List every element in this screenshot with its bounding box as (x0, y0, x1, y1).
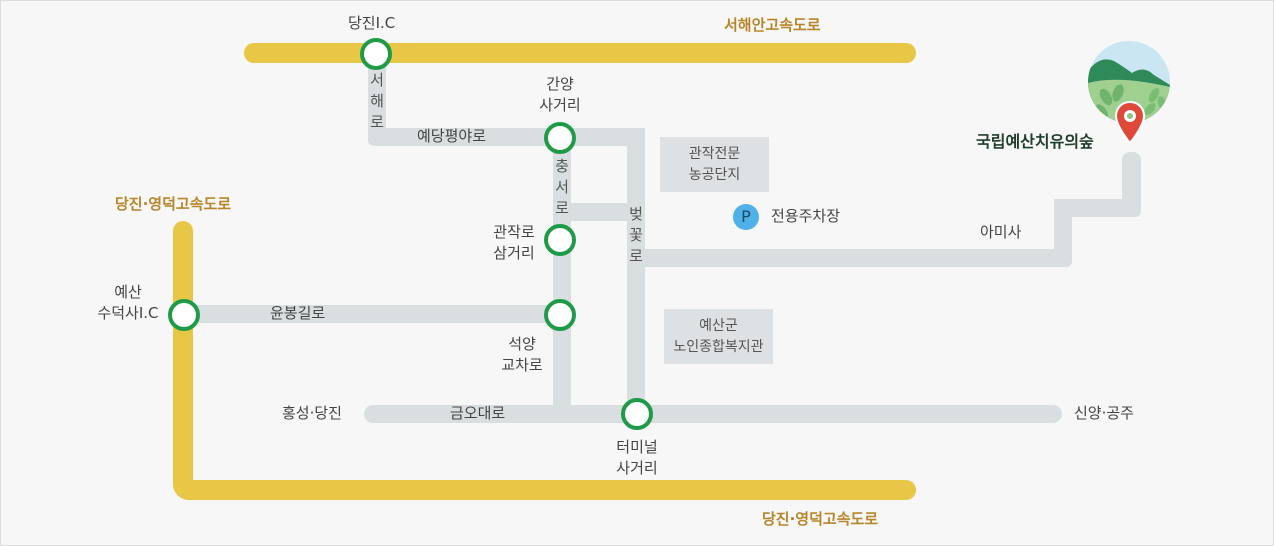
terminal-intersection-node[interactable] (621, 398, 653, 430)
yedang-road (368, 128, 645, 146)
location-pin-icon[interactable] (1114, 100, 1146, 145)
yunbong-road (185, 305, 565, 323)
suduksa-ic-node[interactable] (168, 299, 200, 331)
gwanjak-label-line2: 삼거리 (493, 244, 535, 262)
ganyang-intersection-node[interactable] (544, 122, 576, 154)
chungseo-road-label: 충서로 (555, 157, 569, 217)
dangjin-yeongdeok-expressway-horizontal (173, 480, 916, 500)
ganyang-label-line1: 간양 (546, 75, 574, 93)
farm-label-line2: 농공단지 (688, 166, 741, 183)
geumo-road-label: 금오대로 (450, 404, 506, 422)
yunbong-road-label: 윤봉길로 (270, 304, 326, 322)
gwanjak-intersection-label: 관작로 삼거리 (484, 222, 544, 264)
seohae-road (368, 55, 386, 145)
suduksa-ic-label-line1: 예산 (114, 283, 142, 301)
terminal-label-line2: 사거리 (616, 459, 658, 477)
ganyang-label-line2: 사거리 (539, 96, 581, 114)
amisa-road-v2 (1122, 152, 1141, 217)
dangjin-ic-node[interactable] (360, 38, 392, 70)
dangjin-ic-label: 당진I.C (348, 14, 396, 32)
seokyang-label-line2: 교차로 (501, 356, 543, 374)
direction-west-label: 홍성·당진 (282, 404, 342, 422)
gwanjak-farm-complex: 관작전문 농공단지 (660, 137, 769, 192)
seokyang-intersection-label: 석양 교차로 (492, 334, 552, 376)
amisa-road-h2 (1054, 199, 1141, 217)
geumo-road (364, 405, 1062, 423)
parking-icon: P (733, 204, 759, 230)
suduksa-ic-label-line2: 수덕사I.C (97, 304, 159, 322)
seohaean-expressway (244, 43, 916, 63)
beotkkot-road (627, 128, 645, 414)
seohaean-expressway-label: 서해안고속도로 (724, 16, 821, 34)
gwanjak-label-line1: 관작로 (493, 223, 535, 241)
seokyang-label-line1: 석양 (508, 335, 536, 353)
dangjin-yeongdeok-expressway-vertical (173, 221, 193, 500)
beotkkot-road-label: 벚꽃로 (629, 205, 643, 265)
gwanjak-intersection-node[interactable] (544, 224, 576, 256)
terminal-intersection-label: 터미널 사거리 (607, 437, 667, 479)
yedang-road-label: 예당평야로 (417, 127, 487, 145)
yesan-senior-welfare-center: 예산군 노인종합복지관 (664, 309, 773, 364)
amisa-road-h1 (627, 249, 1072, 267)
amisa-road-label: 아미사 (980, 223, 1022, 241)
welfare-label-line2: 노인종합복지관 (673, 338, 764, 355)
dangjin-yeongdeok-label-top: 당진·영덕고속도로 (115, 195, 232, 213)
ganyang-intersection-label: 간양 사거리 (530, 74, 590, 116)
connector-road (553, 203, 633, 221)
direction-east-label: 신양·공주 (1074, 404, 1134, 422)
parking-label: 전용주차장 (771, 207, 841, 225)
seohae-road-label: 서해로 (370, 71, 384, 131)
seokyang-intersection-node[interactable] (544, 299, 576, 331)
terminal-label-line1: 터미널 (616, 438, 658, 456)
welfare-label-line1: 예산군 (699, 317, 738, 334)
suduksa-ic-label: 예산 수덕사I.C (88, 282, 168, 324)
farm-label-line1: 관작전문 (688, 145, 741, 162)
destination-name: 국립예산치유의숲 (976, 132, 1094, 151)
dangjin-yeongdeok-label-bottom: 당진·영덕고속도로 (762, 510, 879, 528)
